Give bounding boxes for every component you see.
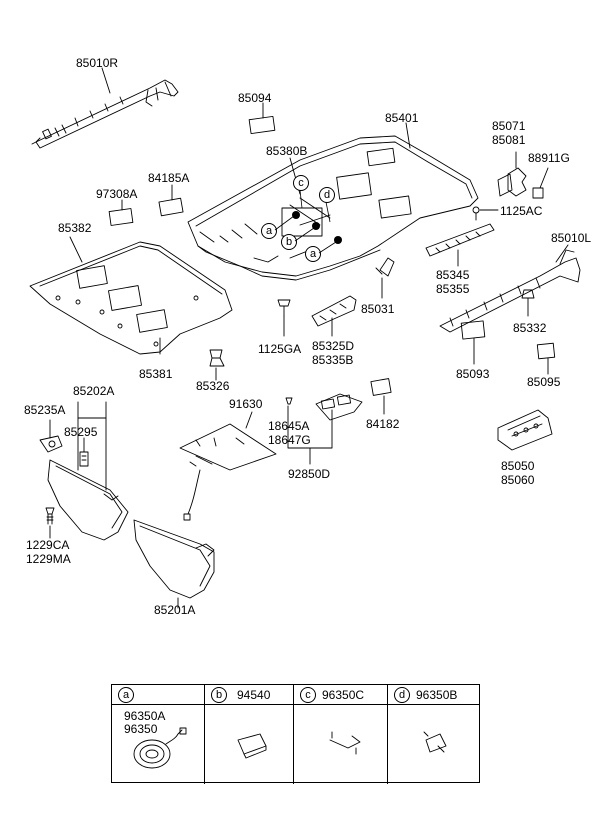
label-85093: 85093 [456, 367, 490, 381]
legend-icon-96350 [133, 727, 187, 769]
bracket-85071 [497, 167, 527, 197]
label-85332: 85332 [513, 321, 547, 335]
pad-97308A [108, 208, 134, 226]
label-1229MA: 1229MA [26, 552, 71, 566]
label-85201A: 85201A [154, 603, 196, 617]
screw-1125GA [277, 299, 291, 337]
legend-letter-d: d [394, 687, 410, 703]
clip-85326 [209, 349, 225, 367]
label-92850D: 92850D [288, 467, 331, 481]
label-85010R: 85010R [76, 56, 119, 70]
pad-85095 [536, 342, 556, 360]
legend-letter-a: a [118, 687, 134, 703]
label-85325D: 85325D [312, 339, 355, 353]
label-84182: 84182 [366, 417, 400, 431]
leader-85010R [101, 67, 111, 94]
roof-rail-left [439, 249, 581, 333]
callout-a-2: a [305, 246, 321, 262]
rear-headliner-85382 [29, 241, 233, 355]
bracket-85235A [39, 435, 63, 453]
trim-strip-85345 [425, 223, 495, 257]
pad-84182 [370, 378, 392, 396]
label-85381: 85381 [139, 367, 173, 381]
clip-85295 [79, 451, 89, 467]
label-85081: 85081 [492, 133, 526, 147]
legend-code-96350: 96350 [124, 722, 158, 736]
legend-icon-96350C [329, 731, 361, 755]
label-88911G: 88911G [528, 151, 570, 165]
label-85094: 85094 [238, 91, 272, 105]
legend-icon-94540 [237, 733, 267, 759]
roof-rail-right [31, 79, 179, 149]
label-1125GA: 1125GA [258, 342, 302, 356]
label-91630: 91630 [229, 397, 263, 411]
label-85031: 85031 [361, 302, 395, 316]
label-85095: 85095 [527, 375, 561, 389]
clip-85325D [311, 295, 357, 327]
headliner-85401 [187, 135, 479, 281]
pad-85094 [248, 115, 276, 135]
label-85326: 85326 [196, 379, 230, 393]
clip-85031 [375, 257, 395, 277]
legend-table: a 96350A 96350 b 94540 c 96350C d 96350B [111, 684, 480, 784]
label-85355: 85355 [436, 282, 470, 296]
callout-a-1: a [261, 223, 277, 239]
label-85401: 85401 [385, 111, 419, 125]
legend-head-c: c 96350C [294, 685, 387, 705]
label-97308A: 97308A [96, 187, 138, 201]
label-85050: 85050 [501, 459, 535, 473]
bulb-18645A [285, 397, 293, 405]
leader-85202A [77, 401, 107, 419]
legend-head-a: a [112, 685, 204, 705]
pad-84185A [158, 197, 184, 217]
label-85380B: 85380B [266, 144, 308, 158]
legend-icon-96350B [423, 731, 447, 753]
label-85060: 85060 [501, 473, 535, 487]
label-1229CA: 1229CA [26, 538, 70, 552]
legend-cell-d: d 96350B [388, 685, 479, 784]
sun-visor-85201A [133, 519, 215, 599]
callout-c: c [293, 175, 309, 191]
legend-letter-b: b [211, 687, 227, 703]
sun-visor-85202A [47, 459, 129, 541]
label-1125AC: 1125AC [500, 204, 543, 218]
screw-1229CA [45, 507, 55, 525]
label-85335B: 85335B [312, 353, 354, 367]
fastener-85332 [521, 289, 535, 317]
legend-code-96350C: 96350C [322, 688, 365, 702]
label-85071: 85071 [492, 119, 526, 133]
legend-cell-a: a 96350A 96350 [112, 685, 205, 784]
console-85050 [497, 409, 553, 451]
legend-code-96350B: 96350B [416, 688, 458, 702]
label-84185A: 84185A [148, 171, 190, 185]
callout-b: b [281, 234, 297, 250]
label-85010L: 85010L [551, 231, 592, 245]
label-85345: 85345 [436, 268, 470, 282]
label-85295: 85295 [64, 425, 98, 439]
label-18647G: 18647G [268, 433, 311, 447]
legend-cell-b: b 94540 [205, 685, 294, 784]
screw-1125AC [472, 206, 499, 221]
label-18645A: 18645A [268, 419, 310, 433]
wiring-91630 [179, 423, 277, 521]
legend-head-b: b 94540 [205, 685, 293, 705]
legend-code-96350A: 96350A [124, 709, 166, 723]
label-85235A: 85235A [24, 403, 66, 417]
legend-cell-c: c 96350C [294, 685, 388, 784]
clip-88911G [532, 187, 544, 199]
legend-code-94540: 94540 [237, 688, 271, 702]
callout-d: d [319, 187, 335, 203]
pad-85093 [460, 320, 486, 340]
legend-head-d: d 96350B [388, 685, 479, 705]
label-85202A: 85202A [73, 384, 115, 398]
lamp-92850D [315, 393, 363, 421]
label-85382: 85382 [58, 221, 92, 235]
legend-letter-c: c [300, 687, 316, 703]
